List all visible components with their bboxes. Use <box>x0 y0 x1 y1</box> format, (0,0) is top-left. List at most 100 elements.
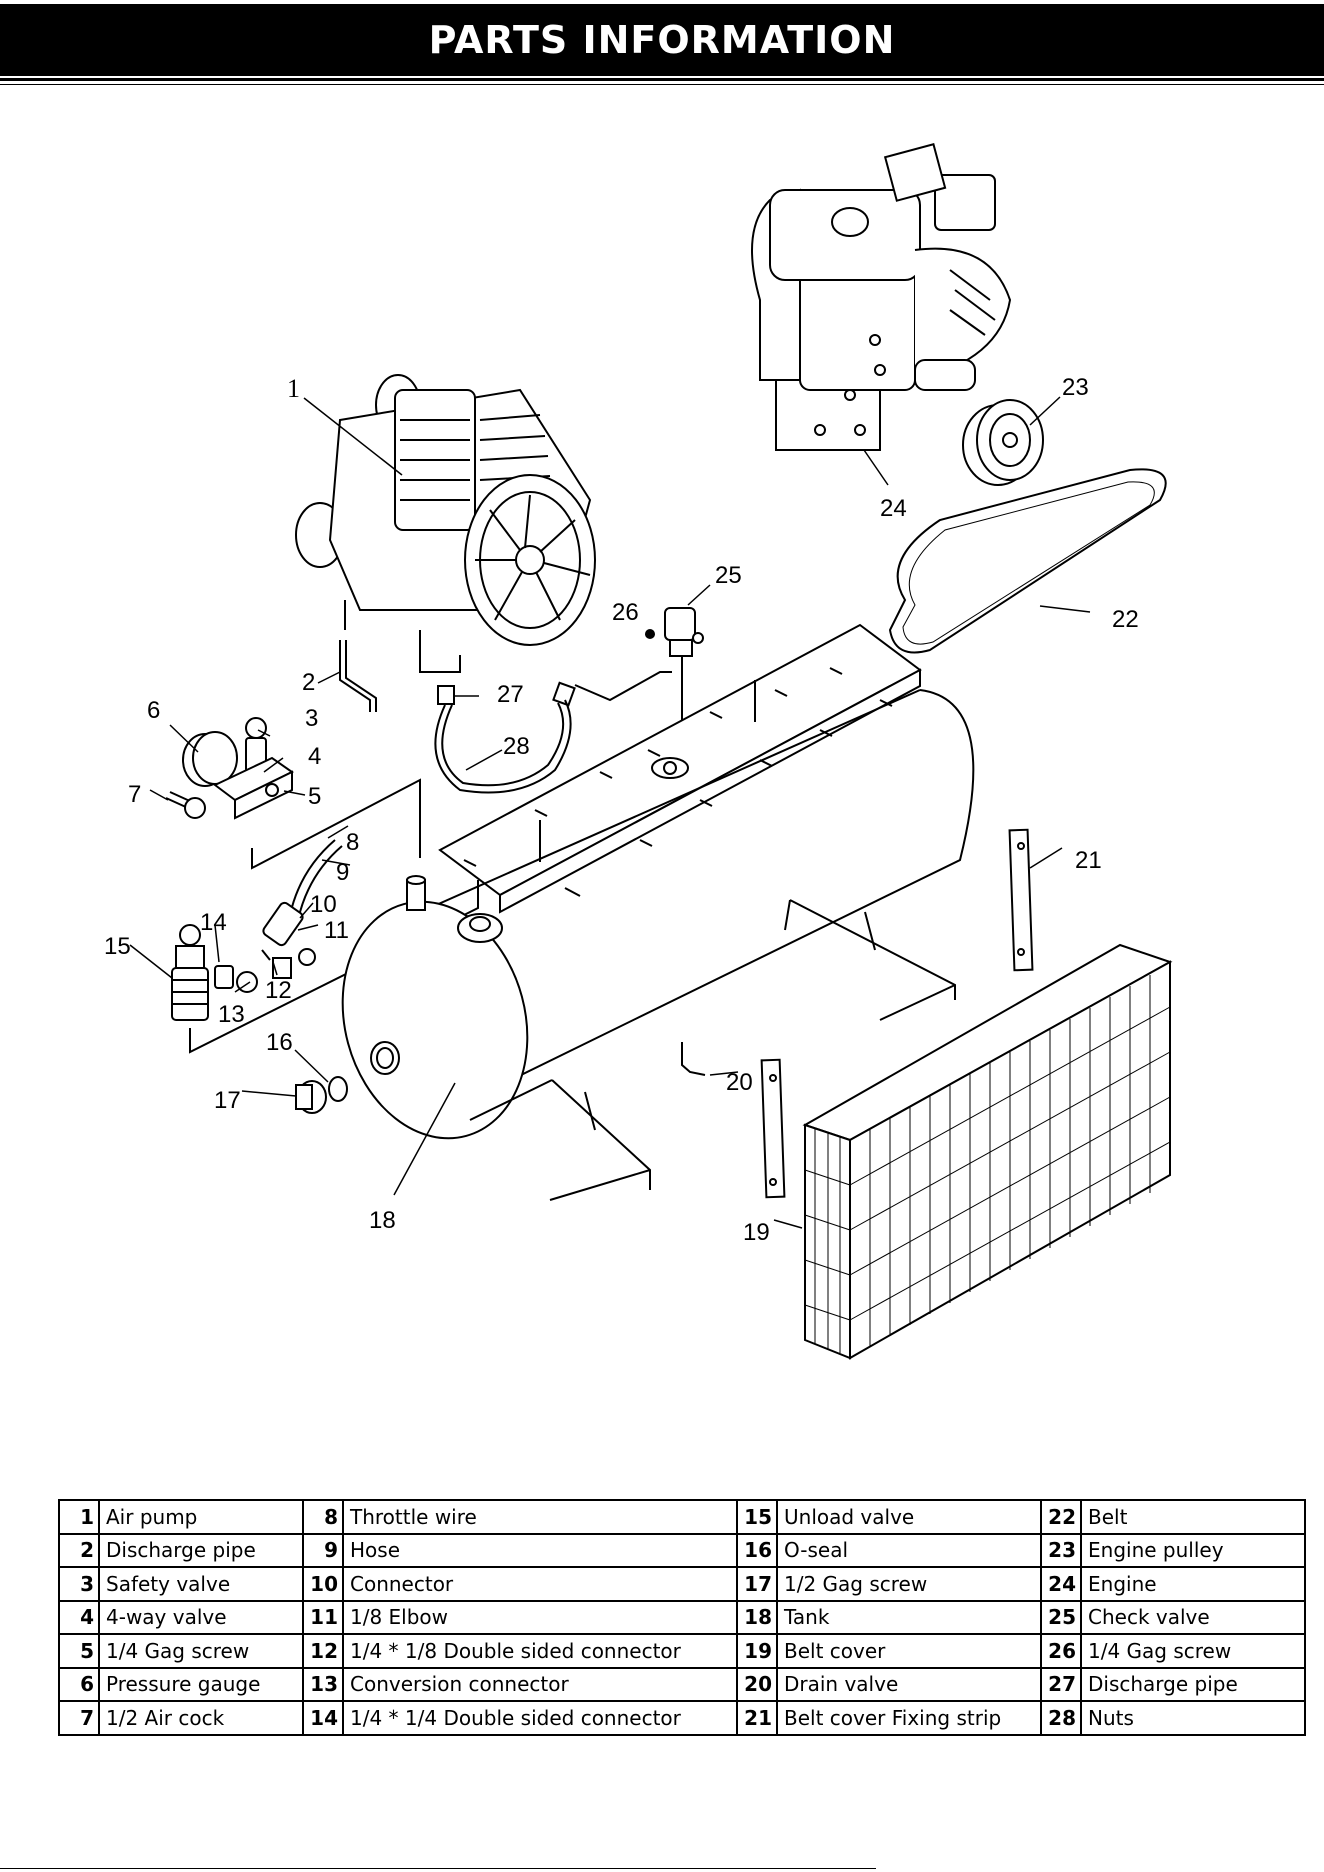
drain-valve-illustration <box>681 1042 706 1076</box>
callout-6: 6 <box>147 697 160 724</box>
part-number: 9 <box>302 1532 344 1568</box>
fixing-strip-left <box>760 1058 786 1199</box>
part-name: Discharge pipe <box>98 1532 304 1568</box>
drain-plug-illustration <box>295 1076 348 1114</box>
part-name: Nuts <box>1080 1700 1306 1736</box>
part-name: Air pump <box>98 1499 304 1535</box>
part-name: Hose <box>342 1532 738 1568</box>
part-number: 10 <box>302 1566 344 1602</box>
part-number: 28 <box>1040 1700 1082 1736</box>
callout-10: 10 <box>310 891 337 918</box>
part-number: 25 <box>1040 1599 1082 1635</box>
callout-4: 4 <box>308 743 321 770</box>
part-name: Engine pulley <box>1080 1532 1306 1568</box>
part-name: Discharge pipe <box>1080 1666 1306 1702</box>
callout-15: 15 <box>104 933 131 960</box>
callout-2: 2 <box>302 669 315 696</box>
leader-lines <box>129 396 1091 1229</box>
part-name: 1/2 Air cock <box>98 1700 304 1736</box>
engine-pulley-illustration <box>962 399 1044 486</box>
part-number: 17 <box>736 1566 778 1602</box>
part-name: Safety valve <box>98 1566 304 1602</box>
part-number: 14 <box>302 1700 344 1736</box>
part-name: 1/2 Gag screw <box>776 1566 1042 1602</box>
discharge-pipe-illustration <box>339 640 377 712</box>
callout-12: 12 <box>265 977 292 1004</box>
callout-5: 5 <box>308 783 321 810</box>
callout-3: 3 <box>305 705 318 732</box>
part-name: Conversion connector <box>342 1666 738 1702</box>
part-name: 1/4 * 1/4 Double sided connector <box>342 1700 738 1736</box>
part-name: Pressure gauge <box>98 1666 304 1702</box>
exploded-diagram: 1 2 3 4 5 6 7 8 9 10 11 12 13 14 15 16 1… <box>0 100 1324 1400</box>
part-number: 15 <box>736 1499 778 1535</box>
footer-rule <box>0 1868 876 1869</box>
part-number: 18 <box>736 1599 778 1635</box>
callout-9: 9 <box>336 859 349 886</box>
part-name: 1/4 Gag screw <box>98 1633 304 1669</box>
part-name: Check valve <box>1080 1599 1306 1635</box>
part-number: 11 <box>302 1599 344 1635</box>
callout-14: 14 <box>200 909 227 936</box>
part-number: 27 <box>1040 1666 1082 1702</box>
gauge-assembly <box>165 717 421 870</box>
part-number: 12 <box>302 1633 344 1669</box>
part-name: Throttle wire <box>342 1499 738 1535</box>
base-plate-illustration <box>438 623 922 914</box>
part-number: 16 <box>736 1532 778 1568</box>
callout-18: 18 <box>369 1207 396 1234</box>
callout-25: 25 <box>715 562 742 589</box>
part-number: 13 <box>302 1666 344 1702</box>
part-name: Drain valve <box>776 1666 1042 1702</box>
callout-13: 13 <box>218 1001 245 1028</box>
part-number: 22 <box>1040 1499 1082 1535</box>
header-rule <box>0 78 1324 81</box>
callout-20: 20 <box>726 1069 753 1096</box>
part-name: Connector <box>342 1566 738 1602</box>
part-number: 19 <box>736 1633 778 1669</box>
part-number: 5 <box>58 1633 100 1669</box>
part-number: 20 <box>736 1666 778 1702</box>
callout-26: 26 <box>612 599 639 626</box>
part-number: 26 <box>1040 1633 1082 1669</box>
part-number: 1 <box>58 1499 100 1535</box>
part-name: O-seal <box>776 1532 1042 1568</box>
engine-illustration <box>751 143 1012 451</box>
part-number: 23 <box>1040 1532 1082 1568</box>
part-name: Belt <box>1080 1499 1306 1535</box>
part-name: Tank <box>776 1599 1042 1635</box>
fixing-strip-right <box>1008 828 1034 972</box>
part-number: 6 <box>58 1666 100 1702</box>
callout-1: 1 <box>287 374 300 403</box>
part-name: 4-way valve <box>98 1599 304 1635</box>
part-number: 8 <box>302 1499 344 1535</box>
part-number: 3 <box>58 1566 100 1602</box>
part-number: 7 <box>58 1700 100 1736</box>
callout-16: 16 <box>266 1029 293 1056</box>
callout-27: 27 <box>497 681 524 708</box>
callout-8: 8 <box>346 829 359 856</box>
part-number: 2 <box>58 1532 100 1568</box>
callout-21: 21 <box>1075 847 1102 874</box>
part-name: Unload valve <box>776 1499 1042 1535</box>
part-number: 4 <box>58 1599 100 1635</box>
page-title: PARTS INFORMATION <box>428 18 896 62</box>
callout-28: 28 <box>503 733 530 760</box>
callout-11: 11 <box>324 917 349 944</box>
part-name: Belt cover <box>776 1633 1042 1669</box>
hose-illustration <box>434 671 672 794</box>
callout-23: 23 <box>1062 374 1089 401</box>
belt-cover-illustration <box>802 943 1173 1360</box>
belt-illustration <box>888 468 1167 654</box>
part-name: Belt cover Fixing strip <box>776 1700 1042 1736</box>
unloader-assembly <box>171 839 479 1054</box>
callout-17: 17 <box>214 1087 241 1114</box>
callout-22: 22 <box>1112 606 1139 633</box>
